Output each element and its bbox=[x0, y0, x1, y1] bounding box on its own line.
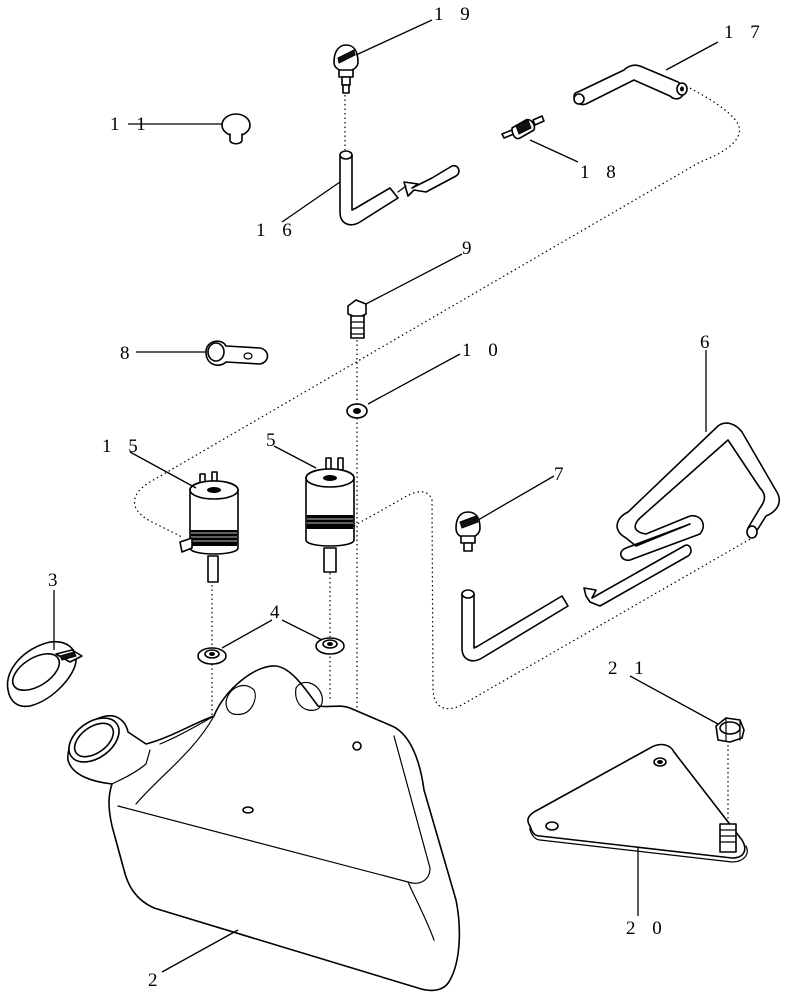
callout-15: 1 5 bbox=[102, 436, 144, 457]
part-10-washer bbox=[346, 403, 368, 419]
callout-3: 3 bbox=[48, 570, 64, 591]
part-19-washer-nozzle bbox=[333, 44, 359, 94]
callout-4: 4 bbox=[270, 602, 286, 623]
assembly-lines bbox=[134, 85, 753, 822]
part-20-bracket bbox=[527, 743, 748, 863]
callout-16: 1 6 bbox=[256, 220, 298, 241]
part-17-hose bbox=[573, 64, 688, 106]
part-7-washer-nozzle bbox=[455, 511, 481, 552]
leader-lines bbox=[53, 19, 719, 973]
part-21-nut bbox=[715, 717, 745, 743]
part-8-clamp bbox=[205, 340, 269, 366]
hose-lower bbox=[461, 544, 692, 662]
callout-6: 6 bbox=[700, 332, 716, 353]
callout-20: 2 0 bbox=[626, 918, 668, 939]
callout-labels: 1 9 1 1 1 7 1 8 1 6 9 8 1 0 1 5 5 6 7 3 … bbox=[48, 4, 766, 991]
part-9-bolt bbox=[347, 299, 367, 339]
callout-10: 1 0 bbox=[462, 340, 504, 361]
callout-2: 2 bbox=[148, 970, 164, 991]
callout-11: 1 1 bbox=[110, 114, 152, 135]
part-3-filler-cap bbox=[6, 640, 83, 708]
part-15-washer-pump bbox=[179, 471, 239, 583]
callout-9: 9 bbox=[462, 238, 478, 259]
part-16-hose bbox=[339, 150, 460, 226]
part-4-grommets bbox=[197, 637, 345, 665]
callout-7: 7 bbox=[554, 464, 570, 485]
part-18-check-valve bbox=[501, 115, 545, 140]
part-2-reservoir bbox=[67, 665, 461, 992]
callout-8: 8 bbox=[120, 343, 136, 364]
part-5-washer-pump bbox=[305, 457, 355, 573]
callout-19: 1 9 bbox=[434, 4, 476, 25]
part-6-hose bbox=[616, 422, 781, 562]
callout-18: 1 8 bbox=[580, 162, 622, 183]
part-11-plug bbox=[221, 113, 251, 145]
callout-5: 5 bbox=[266, 430, 282, 451]
callout-21: 2 1 bbox=[608, 658, 650, 679]
callout-17: 1 7 bbox=[724, 22, 766, 43]
